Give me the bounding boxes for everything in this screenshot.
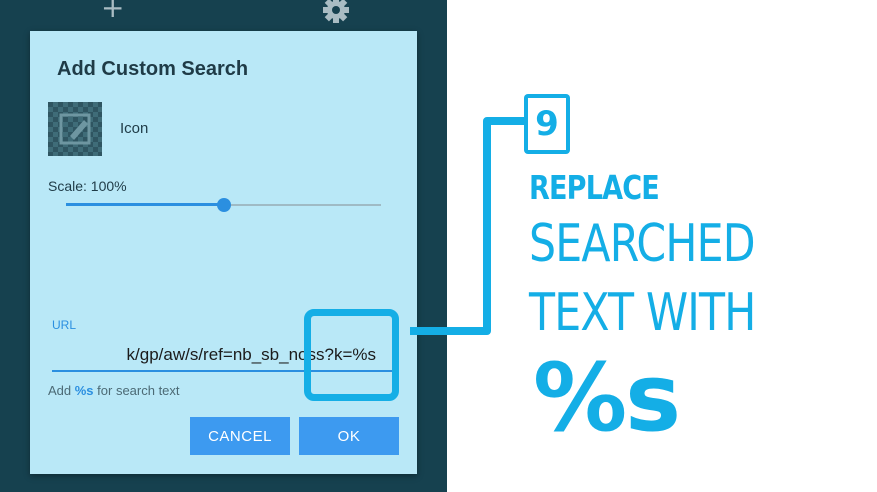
url-helper-text: Add %s for search text: [48, 383, 180, 398]
step-number: 9: [535, 104, 559, 144]
helper-placeholder: %s: [74, 383, 94, 398]
slider-fill: [66, 203, 224, 206]
annotation-line-3: TEXT WITH: [529, 283, 756, 343]
plus-icon[interactable]: +: [101, 0, 125, 24]
url-label: URL: [52, 318, 77, 332]
checker-pattern-icon: [48, 102, 102, 156]
scale-slider[interactable]: [66, 197, 381, 213]
helper-prefix: Add: [48, 383, 75, 398]
annotation-line-4: %s: [533, 344, 681, 453]
url-input[interactable]: k/gp/aw/s/ref=nb_sb_noss?k=%s: [52, 340, 394, 372]
step-badge: 9: [524, 94, 570, 154]
scale-label: Scale: 100%: [48, 178, 127, 194]
dialog-title: Add Custom Search: [57, 58, 249, 80]
helper-suffix: for search text: [93, 383, 180, 398]
url-value: k/gp/aw/s/ref=nb_sb_noss?k=%s: [126, 345, 376, 364]
icon-label: Icon: [120, 120, 149, 137]
cancel-button[interactable]: CANCEL: [190, 417, 290, 455]
slider-thumb[interactable]: [216, 198, 231, 212]
ok-button[interactable]: OK: [299, 417, 399, 455]
phone-screen: + Add Custom Search: [0, 0, 447, 492]
url-highlight-box: [304, 309, 399, 401]
annotation-line-2: SEARCHED: [529, 214, 756, 274]
gear-icon[interactable]: [322, 0, 350, 24]
search-icon-thumbnail[interactable]: [48, 102, 102, 156]
annotation-line-1: REPLACE: [529, 168, 660, 207]
